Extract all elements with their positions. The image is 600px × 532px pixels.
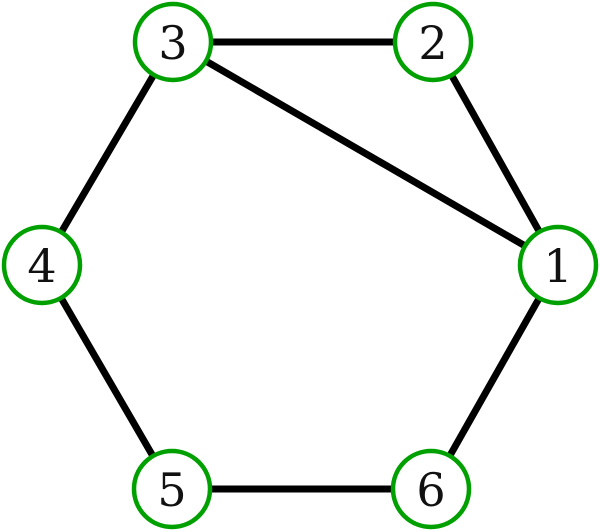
node-circle-4[interactable] (1, 224, 83, 306)
node-circle-3[interactable] (132, 1, 214, 83)
node-circle-2[interactable] (392, 1, 474, 83)
graph-edge-6-1 (446, 295, 543, 459)
node-label-5: 5 (157, 463, 186, 517)
graph-node-6[interactable]: 6 (390, 448, 472, 530)
node-label-6: 6 (416, 463, 445, 517)
graph-node-4[interactable]: 4 (1, 224, 83, 306)
graph-edge-4-5 (57, 295, 157, 459)
node-label-2: 2 (418, 16, 447, 70)
edges-group (57, 38, 543, 493)
node-circle-5[interactable] (131, 448, 213, 530)
graph-node-3[interactable]: 3 (132, 1, 214, 83)
node-label-4: 4 (27, 239, 56, 293)
node-circle-1[interactable] (517, 224, 599, 306)
node-label-3: 3 (158, 16, 187, 70)
graph-node-1[interactable]: 1 (517, 224, 599, 306)
node-label-1: 1 (543, 239, 572, 293)
graph-edge-3-4 (57, 72, 158, 235)
node-circle-6[interactable] (390, 448, 472, 530)
graph-edge-2-1 (448, 72, 543, 235)
graph-node-5[interactable]: 5 (131, 448, 213, 530)
graph-node-2[interactable]: 2 (392, 1, 474, 83)
graph-edge-3-1 (203, 57, 528, 250)
